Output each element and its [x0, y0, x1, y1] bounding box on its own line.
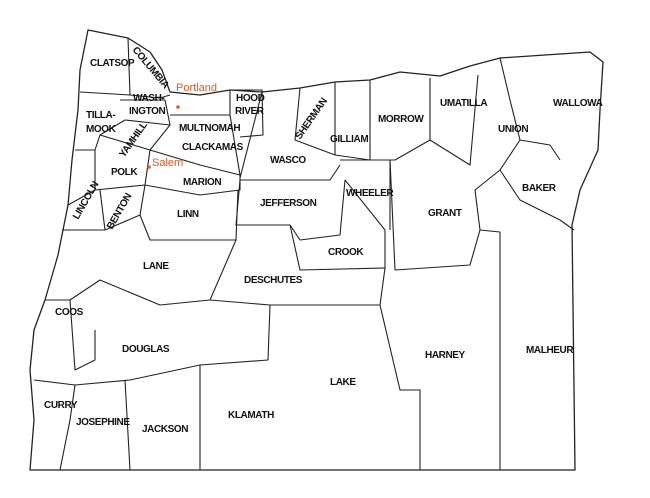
- city-label-salem: Salem: [152, 157, 183, 169]
- county-label: GRANT: [428, 208, 462, 219]
- county-label: WASCO: [270, 155, 306, 166]
- county-label: UMATILLA: [440, 98, 487, 109]
- state-outline: [29, 29, 604, 471]
- cities: Portland Salem: [147, 82, 217, 169]
- county-label: MULTNOMAH: [179, 123, 240, 134]
- county-label: UNION: [498, 124, 528, 135]
- county-label: INGTON: [129, 106, 165, 117]
- county-label: MALHEUR: [526, 345, 574, 356]
- county-label: LAKE: [330, 377, 356, 388]
- county-label: COOS: [55, 307, 84, 318]
- county-label: WHEELER: [346, 188, 394, 199]
- county-label: GILLIAM: [330, 134, 368, 145]
- county-label: BAKER: [522, 183, 557, 194]
- county-label: MARION: [183, 177, 221, 188]
- county-label: HARNEY: [425, 350, 466, 361]
- county-label: CROOK: [328, 247, 364, 258]
- county-label: JEFFERSON: [260, 198, 317, 209]
- city-marker-salem: [147, 165, 151, 169]
- county-label: POLK: [111, 167, 138, 178]
- county-label: DOUGLAS: [122, 344, 170, 355]
- county-label: CLATSOP: [90, 58, 135, 69]
- city-marker-portland: [176, 105, 180, 109]
- county-label: LANE: [143, 261, 169, 272]
- county-label: JOSEPHINE: [76, 417, 130, 428]
- county-label: JACKSON: [142, 424, 188, 435]
- city-label-portland: Portland: [176, 82, 217, 94]
- county-label: HOOD: [236, 93, 265, 104]
- county-label: RIVER: [235, 106, 265, 117]
- county-label: TILLA-: [86, 110, 115, 121]
- county-label: WASH-: [133, 93, 164, 104]
- county-label: KLAMATH: [228, 410, 274, 421]
- county-borders: [33, 37, 575, 471]
- county-label: DESCHUTES: [244, 275, 303, 286]
- county-label: MOOK: [86, 124, 117, 135]
- county-label: CURRY: [44, 400, 78, 411]
- county-label: WALLOWA: [553, 98, 603, 109]
- county-label: CLACKAMAS: [182, 142, 244, 153]
- county-label: LINN: [177, 209, 199, 220]
- county-label: MORROW: [378, 114, 424, 125]
